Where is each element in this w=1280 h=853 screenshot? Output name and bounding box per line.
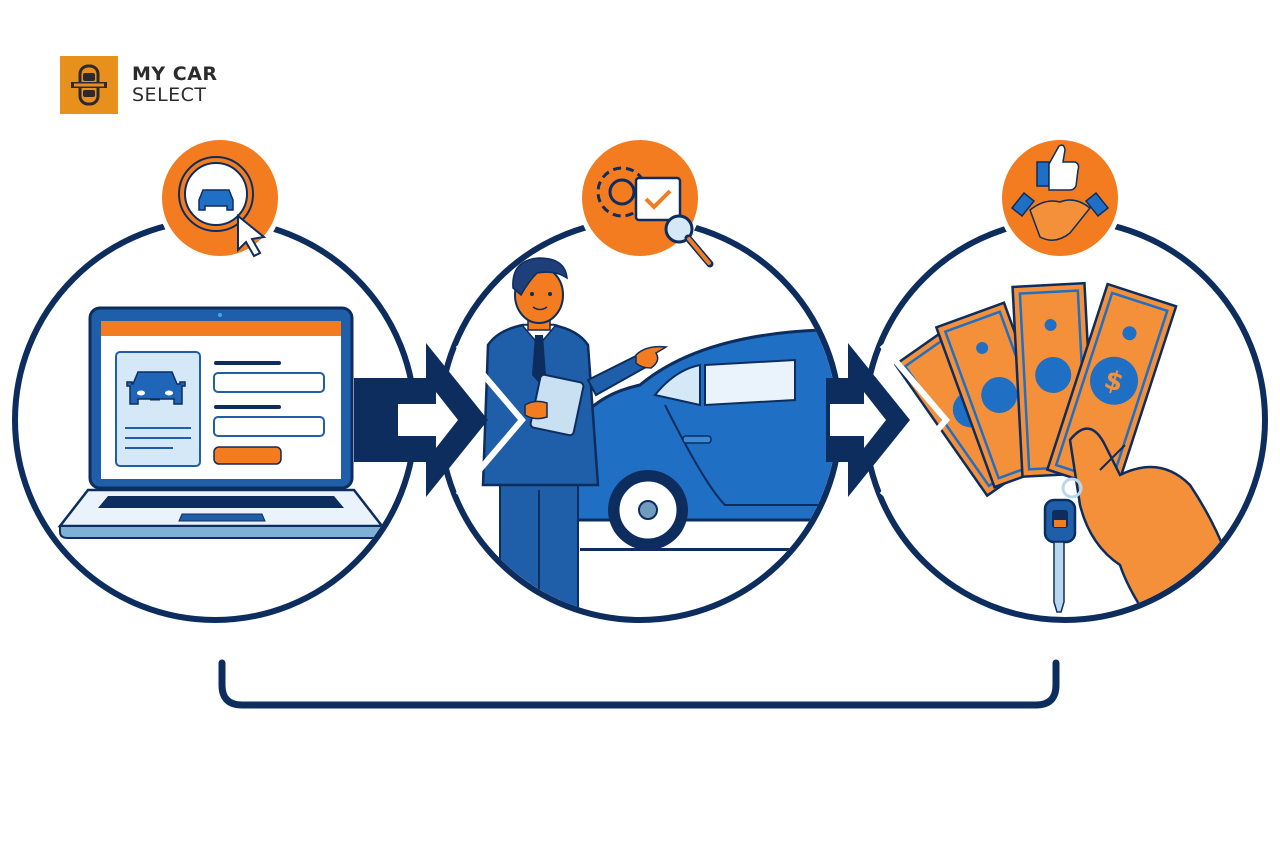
brand-name: MY CAR SELECT — [132, 64, 218, 106]
car-top-view-icon — [60, 56, 118, 114]
listing-form — [213, 361, 325, 465]
car-select-cursor-icon — [178, 156, 267, 258]
brand-logo: MY CAR SELECT — [60, 56, 218, 114]
connector-arrow-1-to-2 — [354, 343, 526, 497]
thumbs-up-handshake-icon — [1010, 144, 1110, 241]
inspector-person — [481, 257, 669, 617]
brand-name-line2: SELECT — [132, 84, 207, 106]
inspector-scene — [481, 257, 837, 617]
car-front-icon — [126, 371, 186, 405]
step-1-badge — [158, 138, 282, 262]
tablet-icon — [529, 373, 585, 437]
blue-sedan — [558, 328, 837, 551]
bottom-bracket — [218, 659, 1060, 709]
connector-arrow-2-to-3 — [826, 343, 950, 497]
laptop-illustration — [57, 306, 385, 539]
step-3-badge — [998, 138, 1122, 262]
car-key-icon — [1043, 477, 1083, 613]
gear-checklist-magnifier-icon — [596, 166, 714, 268]
car-listing-card — [115, 351, 201, 467]
brand-name-line1: MY CAR — [132, 63, 218, 85]
step-2-badge — [578, 138, 714, 268]
